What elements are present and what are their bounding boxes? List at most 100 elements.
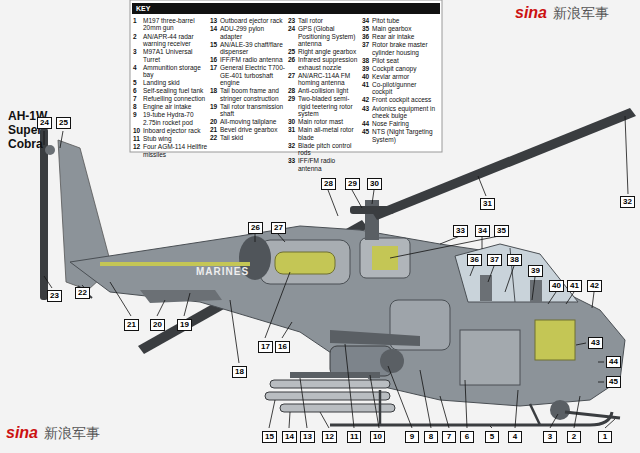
key-entry: 7Refuelling connection: [133, 95, 208, 102]
key-number: 4: [133, 64, 143, 79]
key-number: 1: [133, 17, 143, 32]
key-text: Tail skid: [220, 134, 286, 141]
key-entry: 19Tail rotor transmission shaft: [210, 103, 286, 118]
tail-shaft: [100, 262, 250, 266]
key-column: 1M197 three-barrel 20mm gun2AN/APR-44 ra…: [133, 17, 208, 159]
key-entry: 34Pitot tube: [362, 17, 438, 24]
key-text: AN/APR-44 radar warning receiver: [143, 33, 208, 48]
key-number: 25: [288, 48, 298, 55]
key-number: 31: [288, 126, 298, 141]
key-entry: 18Tail boom frame and stringer construct…: [210, 87, 286, 102]
key-entry: 11Stub wing: [133, 135, 208, 142]
key-text: Kevlar armor: [372, 73, 438, 80]
key-entry: 29Two-bladed semi-rigid teetering rotor …: [288, 95, 360, 117]
key-number: 44: [362, 120, 372, 127]
key-number: 3: [133, 48, 143, 63]
callout-number: 9: [405, 431, 419, 443]
key-number: 12: [133, 143, 143, 158]
callout-number: 19: [177, 319, 192, 331]
callout-number: 38: [507, 254, 522, 266]
key-text: AN/ALE-39 chaff/flare dispenser: [220, 41, 286, 56]
skid-strut: [379, 390, 382, 425]
callout-number: 13: [300, 431, 315, 443]
key-entry: 39Cockpit canopy: [362, 65, 438, 72]
key-number: 13: [210, 17, 220, 24]
key-entry: 42Front cockpit access: [362, 96, 438, 103]
key-text: Anti-collision light: [298, 87, 360, 94]
key-entry: 36Rear air intake: [362, 33, 438, 40]
watermark: sina: [6, 424, 38, 442]
key-entry: 14ADU-299 pylon adapter: [210, 25, 286, 40]
key-number: 7: [133, 95, 143, 102]
engine-bay: [260, 240, 350, 284]
key-entry: 40Kevlar armor: [362, 73, 438, 80]
key-entry: 38Pilot seat: [362, 57, 438, 64]
key-text: Inboard ejector rack: [143, 127, 208, 134]
callout-number: 45: [606, 376, 621, 388]
key-number: 38: [362, 57, 372, 64]
key-entry: 23Tail rotor: [288, 17, 360, 24]
callout-number: 3: [543, 431, 557, 443]
key-number: 16: [210, 56, 220, 63]
key-number: 21: [210, 126, 220, 133]
key-number: 43: [362, 105, 372, 120]
key-text: Bevel drive gearbox: [220, 126, 286, 133]
key-text: Main gearbox: [372, 25, 438, 32]
key-number: 20: [210, 118, 220, 125]
key-text: General Electric T700-GE-401 turboshaft …: [220, 64, 286, 86]
key-number: 29: [288, 95, 298, 117]
engine: [275, 252, 335, 274]
callout-number: 42: [587, 280, 602, 292]
key-entry: 15AN/ALE-39 chaff/flare dispenser: [210, 41, 286, 56]
key-text: Stub wing: [143, 135, 208, 142]
key-number: 26: [288, 56, 298, 71]
key-entry: 919-tube Hydra-70 2.75in rocket pod: [133, 111, 208, 126]
key-text: Tail boom frame and stringer constructio…: [220, 87, 286, 102]
callout-number: 35: [494, 225, 509, 237]
key-text: M97A1 Universal Turret: [143, 48, 208, 63]
callout-number: 25: [56, 117, 71, 129]
fuselage-marking: MARINES: [196, 266, 249, 277]
key-number: 32: [288, 142, 298, 157]
callout-number: 32: [620, 196, 635, 208]
key-column: 23Tail rotor24GPS (Global Positioning Sy…: [288, 17, 360, 173]
callout-number: 37: [487, 254, 502, 266]
key-text: Infrared suppression exhaust nozzle: [298, 56, 360, 71]
callout-number: 20: [150, 319, 165, 331]
key-number: 39: [362, 65, 372, 72]
callout-number: 26: [248, 222, 263, 234]
leader-lines: [44, 116, 628, 428]
key-entry: 5Landing skid: [133, 79, 208, 86]
key-number: 23: [288, 17, 298, 24]
callout-number: 22: [75, 287, 90, 299]
key-text: Outboard ejector rack: [220, 17, 286, 24]
key-entry: 4Ammunition storage bay: [133, 64, 208, 79]
key-panel: [130, 0, 442, 152]
key-entry: 26Infrared suppression exhaust nozzle: [288, 56, 360, 71]
key-entry: 12Four AGM-114 Hellfire missiles: [133, 143, 208, 158]
key-number: 30: [288, 118, 298, 125]
callout-number: 23: [47, 290, 62, 302]
key-entry: 33IFF/FM radio antenna: [288, 157, 360, 172]
key-number: 22: [210, 134, 220, 141]
key-text: Ammunition storage bay: [143, 64, 208, 79]
callout-number: 14: [282, 431, 297, 443]
callout-number: 8: [424, 431, 438, 443]
key-text: Refuelling connection: [143, 95, 208, 102]
key-entry: 37Rotor brake master cylinder housing: [362, 41, 438, 56]
key-number: 33: [288, 157, 298, 172]
key-entry: 3M97A1 Universal Turret: [133, 48, 208, 63]
callout-number: 39: [528, 265, 543, 277]
key-entry: 30Main rotor mast: [288, 118, 360, 125]
key-number: 8: [133, 103, 143, 110]
key-entry: 13Outboard ejector rack: [210, 17, 286, 24]
avionics: [535, 320, 575, 360]
tail-rotor-hub: [45, 145, 55, 155]
key-text: Co-pilot/gunner cockpit: [372, 81, 438, 96]
key-text: Landing skid: [143, 79, 208, 86]
key-number: 42: [362, 96, 372, 103]
key-text: Self-sealing fuel tank: [143, 87, 208, 94]
key-entry: 17General Electric T700-GE-401 turboshaf…: [210, 64, 286, 86]
key-text: M197 three-barrel 20mm gun: [143, 17, 208, 32]
callout-number: 44: [606, 356, 621, 368]
